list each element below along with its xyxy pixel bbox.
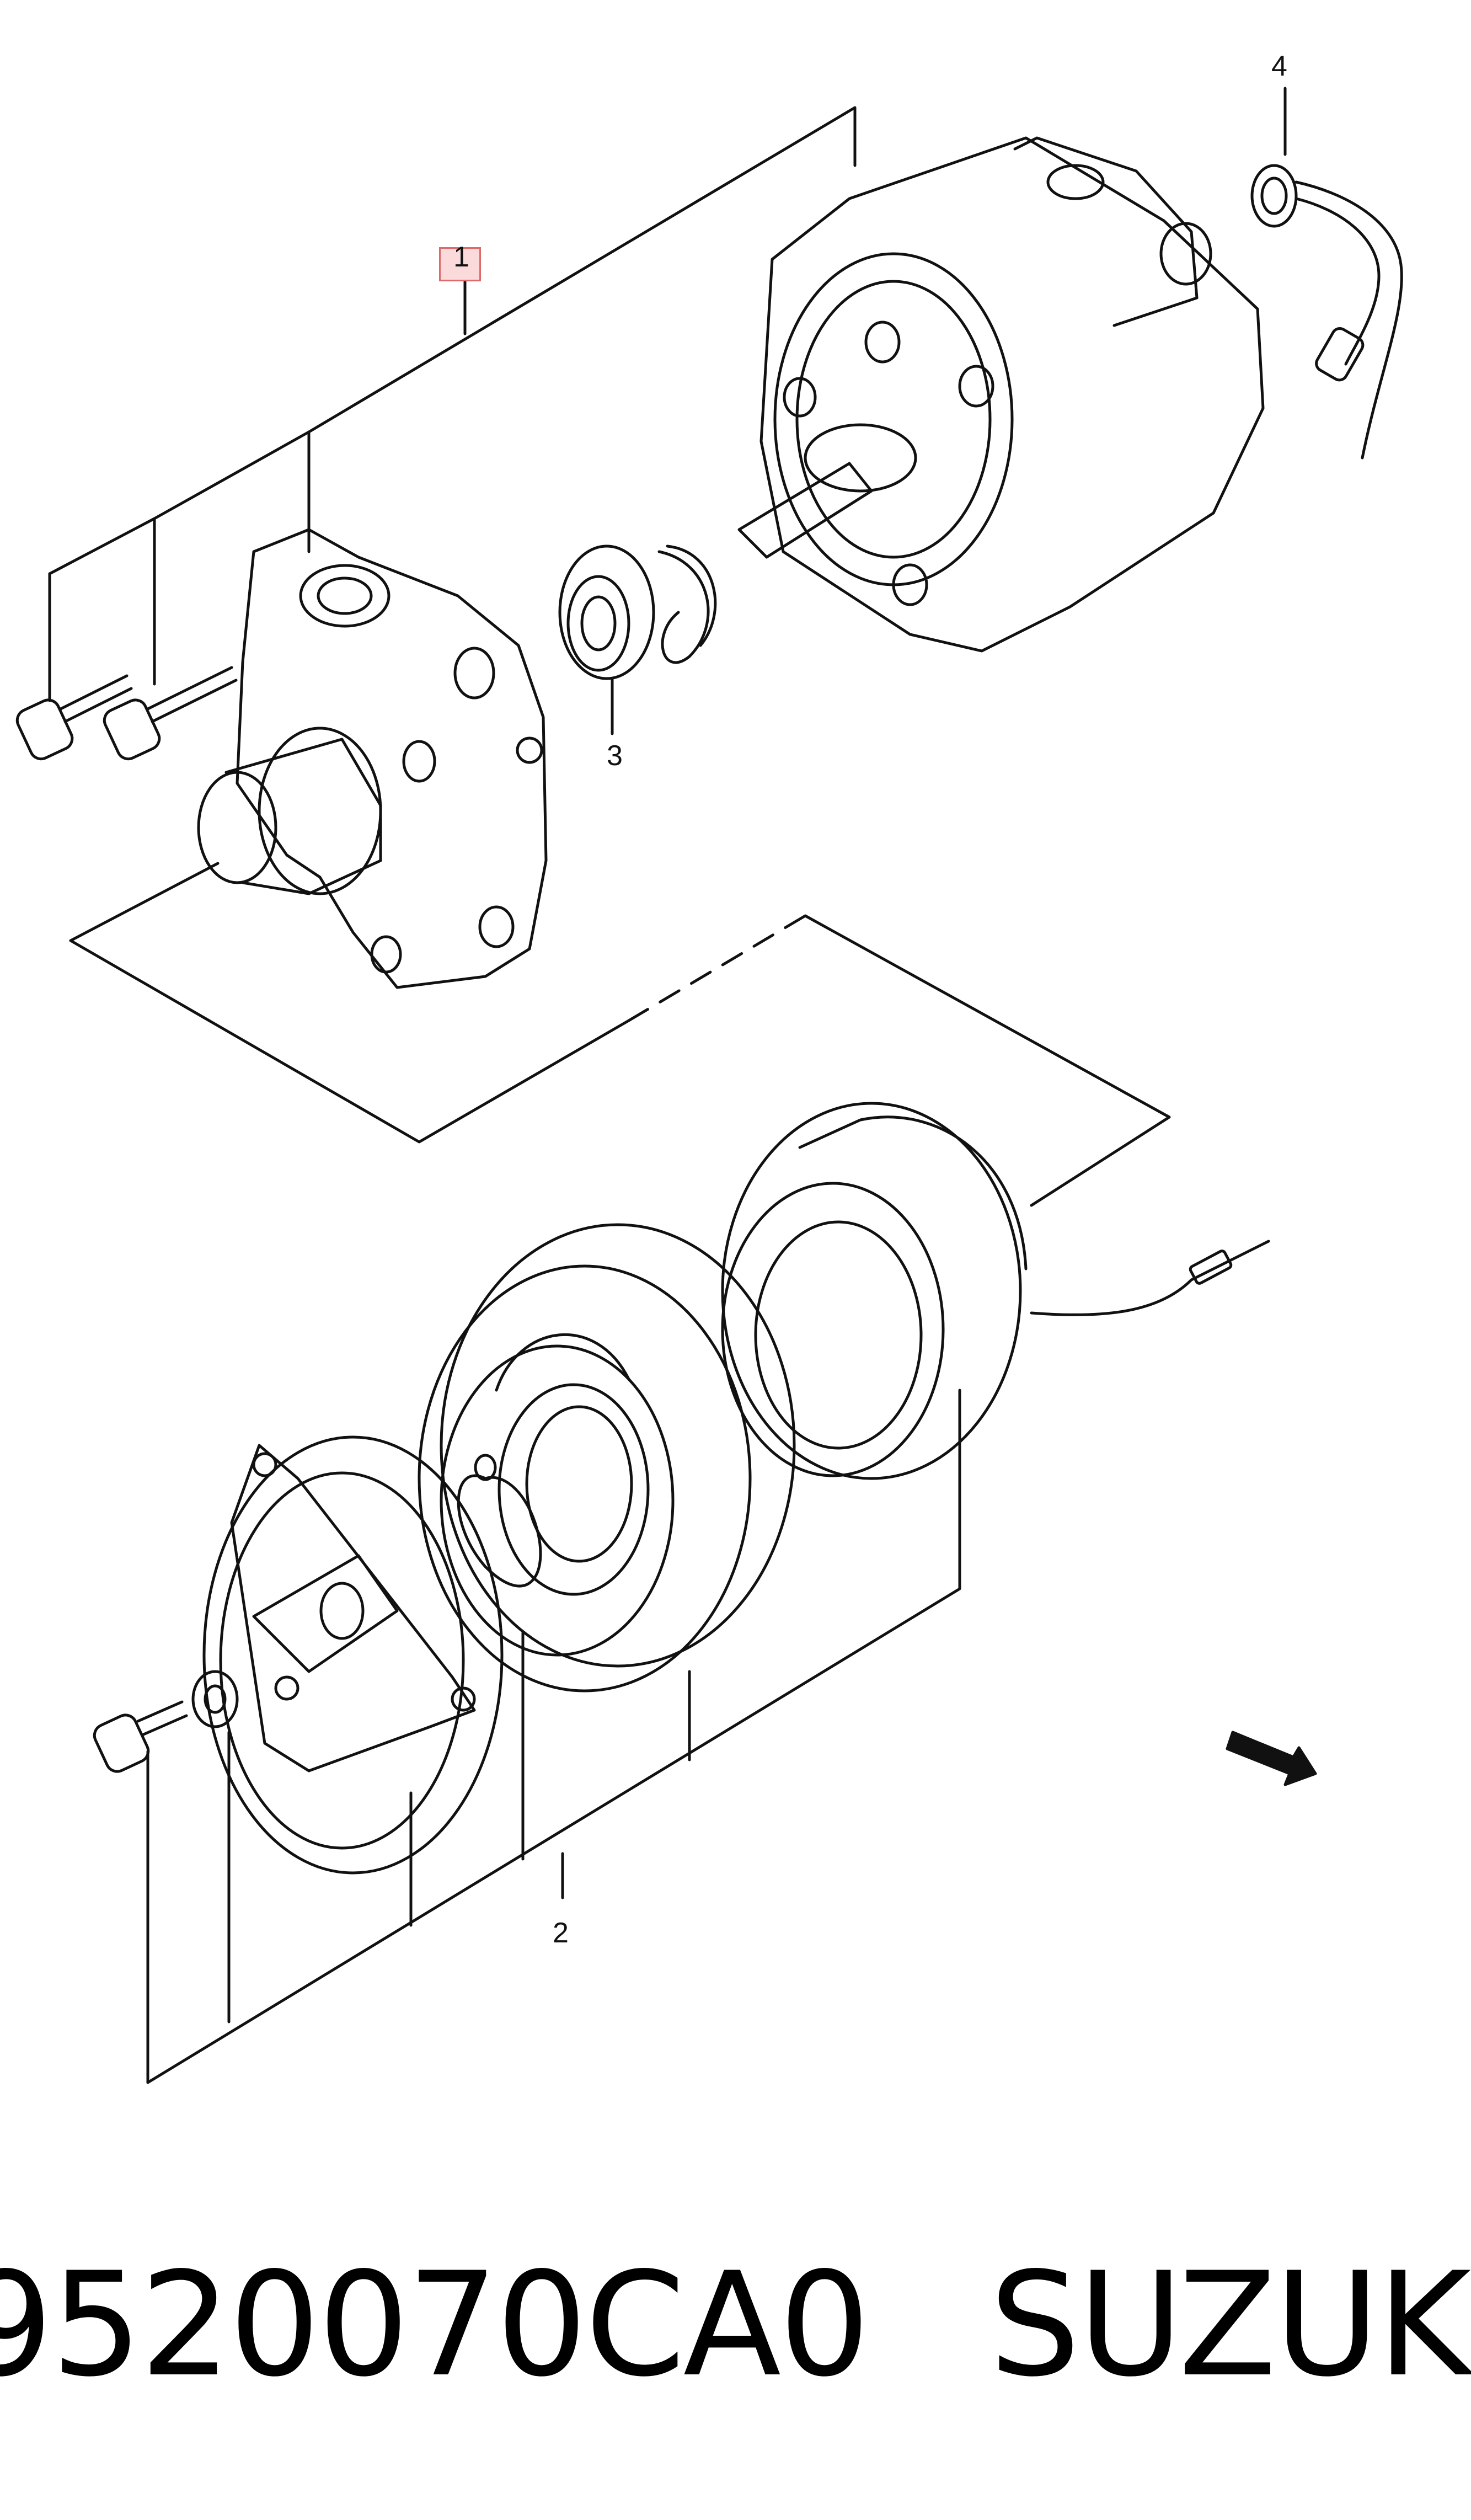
front-housing xyxy=(197,528,548,989)
callout-1-highlight xyxy=(439,247,481,281)
exploded-parts-diagram xyxy=(15,87,1403,2084)
callout-1: 1 xyxy=(453,241,469,273)
compressor-body xyxy=(737,136,1265,653)
part-number: 9520070CA0 xyxy=(0,2242,870,2409)
bolt-and-washer xyxy=(93,1670,239,1773)
brand-name: SUZUKI xyxy=(989,2242,1471,2409)
pressure-switch xyxy=(1250,164,1403,460)
fwd-arrow-icon xyxy=(1226,1731,1317,1786)
armature-plate xyxy=(202,1435,504,1875)
callout-3: 3 xyxy=(607,740,623,772)
clutch-coil xyxy=(721,1102,1270,1480)
caption: 9520070CA0 SUZUKI xyxy=(0,2234,1471,2416)
callout-2: 2 xyxy=(553,1917,569,1949)
shaft-seal xyxy=(558,544,717,680)
bracket-part-2 xyxy=(146,1389,961,2084)
callout-4: 4 xyxy=(1271,50,1287,82)
pulley xyxy=(418,1223,796,1693)
bracket-part-1 xyxy=(48,87,1287,1207)
snap-ring xyxy=(457,1454,542,1588)
bolts-upper xyxy=(15,666,238,761)
